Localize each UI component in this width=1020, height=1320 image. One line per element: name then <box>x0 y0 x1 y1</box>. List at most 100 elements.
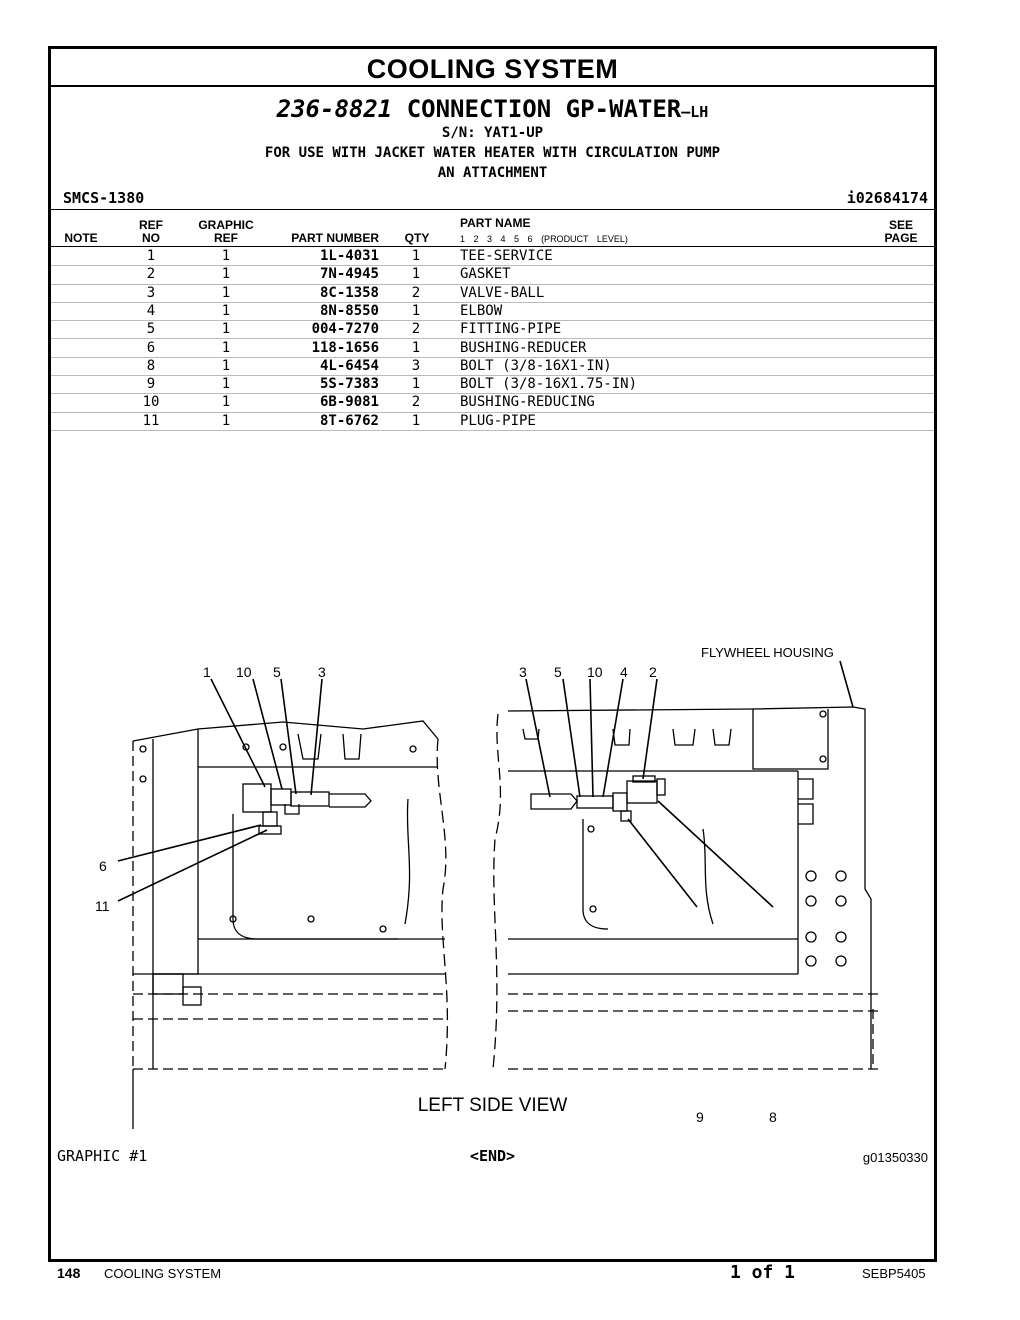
graphic-ref-cell: 1 <box>221 412 231 429</box>
callout-left-6: 6 <box>99 858 107 874</box>
group-heading: 236-8821 CONNECTION GP-WATER—LH <box>51 95 934 123</box>
group-part-suffix: —LH <box>681 103 709 121</box>
view-label: LEFT SIDE VIEW <box>417 1095 568 1116</box>
part-name-cell: BUSHING-REDUCER <box>460 339 587 356</box>
table-row: 4 1 8N-8550 1 ELBOW <box>51 302 934 322</box>
illustration-id: i02684174 <box>846 189 928 207</box>
part-number-cell: 5S-7383 <box>319 376 379 393</box>
col-see-page-2: PAGE <box>884 231 918 245</box>
ref-no-cell: 2 <box>146 266 156 283</box>
page-number: 148 <box>57 1265 81 1281</box>
usage-line-1: FOR USE WITH JACKET WATER HEATER WITH CI… <box>264 145 721 161</box>
part-name-cell: FITTING-PIPE <box>460 321 562 338</box>
qty-cell: 1 <box>411 376 421 393</box>
doc-id: SEBP5405 <box>862 1266 926 1281</box>
part-name-cell: ELBOW <box>460 302 503 319</box>
graphic-ref-cell: 1 <box>221 302 231 319</box>
product-levels: 1 2 3 4 5 6 (PRODUCT LEVEL) <box>460 234 628 244</box>
part-name-cell: BOLT (3/8-16X1-IN) <box>460 357 612 374</box>
left-engine-block <box>132 720 449 1129</box>
ref-no-cell: 10 <box>142 394 160 411</box>
callout-left-10: 10 <box>236 664 252 680</box>
part-name-cell: BUSHING-REDUCING <box>460 394 595 411</box>
part-number-cell: 7N-4945 <box>319 266 379 283</box>
footer-section: COOLING SYSTEM <box>104 1266 222 1281</box>
graphic-ref-cell: 1 <box>221 266 231 283</box>
callout-left-11: 11 <box>95 898 110 914</box>
ref-no-cell: 11 <box>142 412 160 429</box>
part-name-cell: TEE-SERVICE <box>460 248 553 264</box>
graphic-label: GRAPHIC #1 <box>57 1147 148 1165</box>
part-number-cell: 4L-6454 <box>319 357 379 374</box>
col-part-number: PART NUMBER <box>291 231 379 245</box>
table-row: 10 1 6B-9081 2 BUSHING-REDUCING <box>51 393 934 413</box>
col-graphic-1: GRAPHIC <box>198 218 254 232</box>
page-frame: COOLING SYSTEM 236-8821 CONNECTION GP-WA… <box>48 46 937 1262</box>
usage-line-2: AN ATTACHMENT <box>437 165 548 181</box>
graphic-ref-cell: 1 <box>221 248 231 264</box>
qty-cell: 1 <box>411 302 421 319</box>
table-row: 2 1 7N-4945 1 GASKET <box>51 265 934 285</box>
callout-right-4: 4 <box>620 664 628 680</box>
group-part-number: 236-8821 <box>276 95 393 123</box>
callout-right-9: 9 <box>696 1109 704 1125</box>
product-level-numbers: 1 2 3 4 5 6 <box>460 234 533 244</box>
qty-cell: 1 <box>411 266 421 283</box>
qty-cell: 1 <box>411 412 421 429</box>
callout-leaders <box>117 660 854 908</box>
flywheel-housing-label: FLYWHEEL HOUSING <box>701 645 834 660</box>
graphic-id: g01350330 <box>862 1150 928 1165</box>
graphic-ref-cell: 1 <box>221 321 231 338</box>
smcs-code: SMCS-1380 <box>63 189 145 207</box>
part-number-cell: 8T-6762 <box>319 412 379 429</box>
col-note: NOTE <box>64 231 98 245</box>
header-rule <box>51 209 934 210</box>
callout-right-2: 2 <box>649 664 657 680</box>
right-engine-block <box>492 706 883 1070</box>
page-of: 1 of 1 <box>730 1262 796 1283</box>
part-number-cell: 8C-1358 <box>319 284 379 301</box>
callout-left-5: 5 <box>273 664 281 680</box>
callout-left-3: 3 <box>318 664 326 680</box>
part-number-cell: 6B-9081 <box>319 394 379 411</box>
end-marker: <END> <box>469 1147 516 1165</box>
ref-no-cell: 1 <box>146 248 156 264</box>
part-number-cell: 1L-4031 <box>319 248 379 264</box>
qty-cell: 2 <box>411 394 421 411</box>
part-name-cell: GASKET <box>460 266 511 283</box>
qty-cell: 3 <box>411 357 421 374</box>
ref-no-cell: 8 <box>146 357 156 374</box>
qty-cell: 1 <box>411 248 421 264</box>
graphic-ref-cell: 1 <box>221 376 231 393</box>
qty-cell: 2 <box>411 321 421 338</box>
product-level-label: (PRODUCT LEVEL) <box>541 234 628 244</box>
serial-number: S/N: YAT1-UP <box>441 125 544 141</box>
part-number-cell: 8N-8550 <box>319 302 379 319</box>
ref-no-cell: 4 <box>146 302 156 319</box>
callout-right-8: 8 <box>769 1109 777 1125</box>
table-row: 1 1 1L-4031 1 TEE-SERVICE <box>51 247 934 267</box>
col-ref-1: REF <box>139 218 163 232</box>
graphic-ref-cell: 1 <box>221 394 231 411</box>
callout-labels: 1 10 5 3 6 11 3 5 10 4 2 9 8 FLYWHEEL HO… <box>95 645 834 1125</box>
callout-right-5: 5 <box>554 664 562 680</box>
part-number-cell: 004-7270 <box>311 321 379 338</box>
table-header-rule <box>51 246 934 247</box>
left-side-view-drawing: 1 10 5 3 6 11 3 5 10 4 2 9 8 FLYWHEEL HO… <box>95 645 883 1129</box>
col-ref-2: NO <box>142 231 160 245</box>
section-title: COOLING SYSTEM <box>51 49 934 87</box>
ref-no-cell: 6 <box>146 339 156 356</box>
ref-no-cell: 9 <box>146 376 156 393</box>
callout-right-3: 3 <box>519 664 527 680</box>
qty-cell: 2 <box>411 284 421 301</box>
graphic-ref-cell: 1 <box>221 284 231 301</box>
part-name-cell: PLUG-PIPE <box>460 412 536 429</box>
part-number-cell: 118-1656 <box>311 339 379 356</box>
qty-cell: 1 <box>411 339 421 356</box>
part-name-cell: VALVE-BALL <box>460 284 545 301</box>
col-qty: QTY <box>404 231 430 245</box>
ref-no-cell: 5 <box>146 321 156 338</box>
